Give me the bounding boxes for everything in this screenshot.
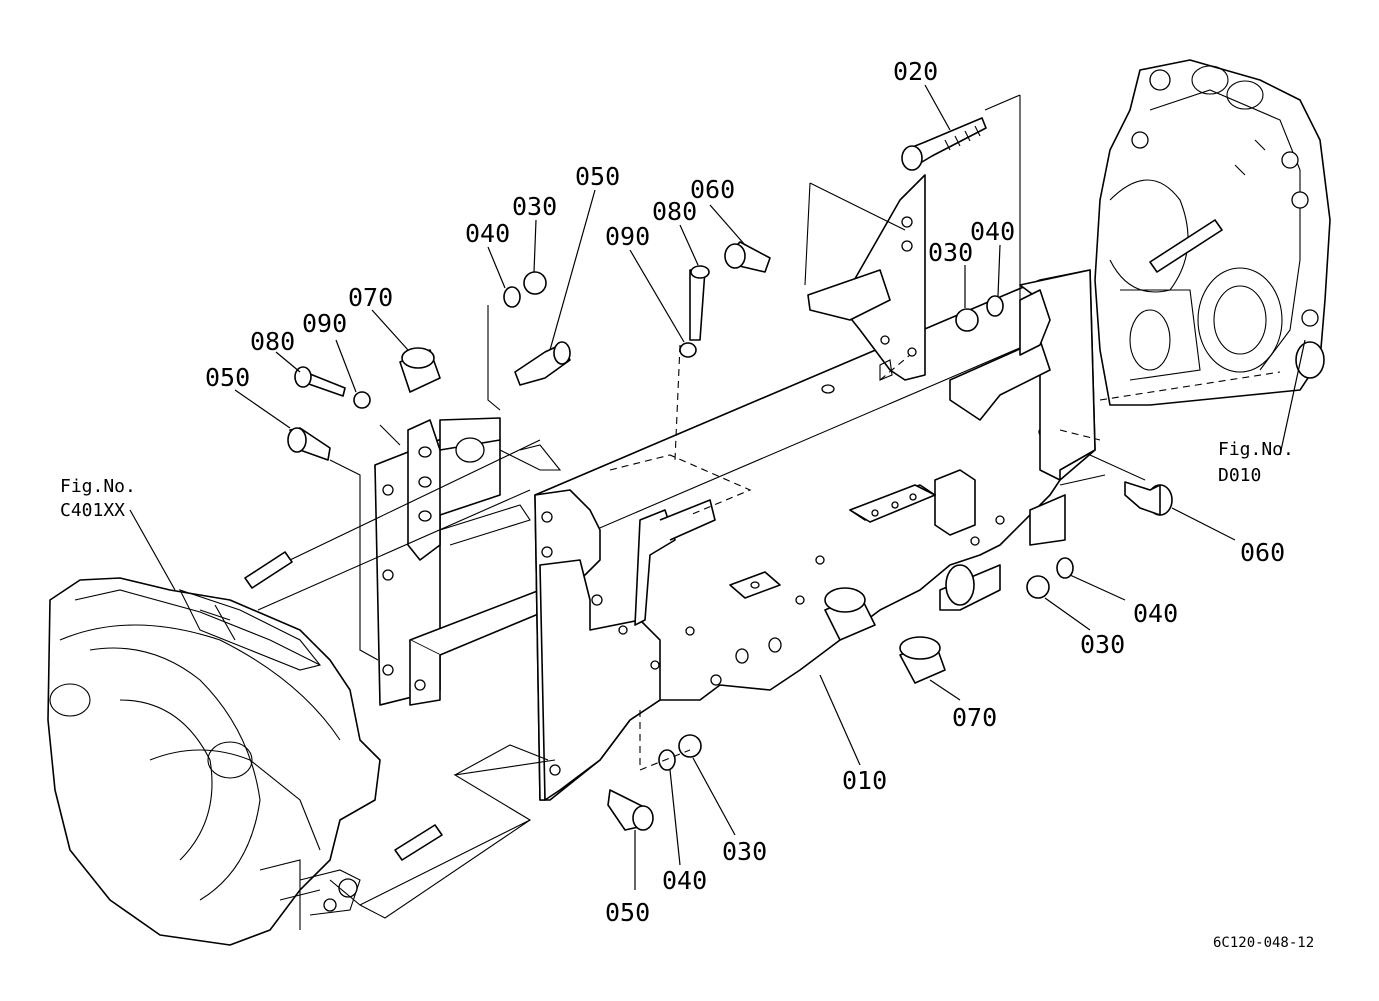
part-label-040-top-left: 040	[465, 219, 510, 248]
fasteners-drawing	[244, 117, 1223, 861]
part-label-020: 020	[893, 57, 938, 86]
leader-lines	[129, 84, 1306, 919]
part-label-010: 010	[842, 766, 887, 795]
part-label-030-bottom: 030	[722, 837, 767, 866]
part-label-070-left: 070	[348, 283, 393, 312]
part-label-090-left: 090	[302, 309, 347, 338]
figure-ref-right-line2: D010	[1218, 465, 1261, 486]
part-label-050-left: 050	[205, 363, 250, 392]
figure-reference-right: Fig.No. D010	[1218, 439, 1294, 486]
part-label-040-top-right: 040	[970, 217, 1015, 246]
drawing-code: 6C120-048-12	[1213, 935, 1314, 951]
part-label-030-right: 030	[1080, 630, 1125, 659]
part-label-070-right: 070	[952, 703, 997, 732]
part-label-030-top-left: 030	[512, 192, 557, 221]
figure-ref-right-line1: Fig.No.	[1218, 439, 1294, 460]
figure-reference-left: Fig.No. C401XX	[60, 476, 136, 521]
part-label-060-right: 060	[1240, 538, 1285, 567]
part-labels: 020 060 050 030 040 080 090 070 080 090 …	[205, 57, 1285, 927]
part-label-060-top: 060	[690, 175, 735, 204]
part-label-050-bottom: 050	[605, 898, 650, 927]
left-bracket-drawing	[374, 417, 562, 706]
part-label-080-left: 080	[250, 327, 295, 356]
part-label-040-bottom: 040	[662, 866, 707, 895]
figure-ref-left-line2: C401XX	[60, 500, 125, 521]
part-label-030-top-right: 030	[928, 238, 973, 267]
main-frame-drawing	[534, 174, 1096, 801]
part-label-050-top: 050	[575, 162, 620, 191]
figure-ref-left-line1: Fig.No.	[60, 476, 136, 497]
part-label-080-center: 080	[652, 197, 697, 226]
part-label-040-right: 040	[1133, 599, 1178, 628]
left-housing-drawing	[47, 577, 381, 946]
part-label-090-center: 090	[605, 222, 650, 251]
